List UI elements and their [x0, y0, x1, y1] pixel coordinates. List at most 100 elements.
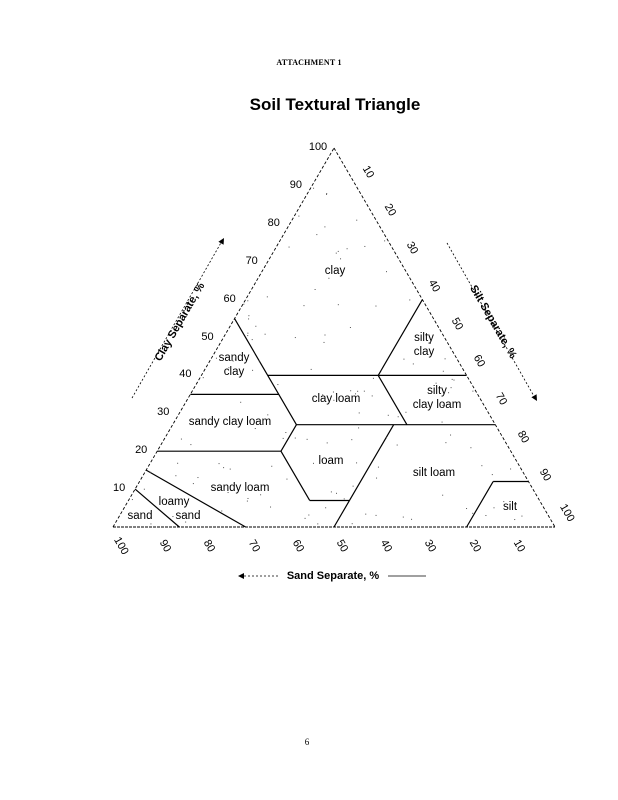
speckle-dot	[376, 477, 378, 479]
speckle-dot	[385, 271, 387, 273]
speckle-dot	[375, 305, 377, 307]
speckle-dot	[343, 498, 345, 500]
speckle-dot	[282, 437, 284, 439]
speckle-dot	[364, 245, 366, 247]
speckle-dot	[267, 414, 269, 416]
region-label-silty-clay-loam-2: clay loam	[412, 399, 462, 411]
speckle-dot	[350, 390, 352, 392]
speckle-dot	[314, 289, 316, 291]
page-number: 6	[304, 737, 310, 747]
speckle-dot	[358, 412, 360, 414]
speckle-dot	[255, 325, 257, 327]
speckle-dot	[251, 339, 253, 341]
speckle-dot	[472, 512, 474, 514]
speckle-dot	[306, 438, 308, 440]
speckle-dot	[328, 277, 330, 279]
clay-tick-label: 100	[308, 141, 328, 153]
speckle-dot	[385, 437, 387, 439]
speckle-dot	[180, 438, 182, 440]
speckle-dot	[247, 335, 249, 337]
speckle-dot	[466, 508, 468, 510]
speckle-dot	[503, 501, 505, 503]
speckle-dot	[254, 428, 256, 430]
speckle-dot	[375, 514, 377, 516]
speckle-dot	[451, 378, 453, 380]
region-label-sand: sand	[127, 510, 153, 522]
speckle-dot	[356, 219, 358, 221]
speckle-dot	[248, 315, 250, 317]
speckle-dot	[264, 333, 266, 335]
clay-tick-label: 70	[245, 254, 258, 267]
speckle-dot	[371, 395, 373, 397]
speckle-dot	[429, 342, 431, 344]
speckle-dot	[340, 258, 342, 260]
speckle-dot	[232, 360, 234, 362]
speckle-dot	[351, 523, 353, 525]
clay-tick-label: 20	[135, 444, 148, 457]
speckle-dot	[409, 299, 411, 301]
region-label-silty-clay-2: clay	[413, 346, 435, 358]
speckle-dot	[150, 471, 152, 473]
speckle-dot	[403, 358, 405, 360]
clay-tick-label: 40	[179, 368, 192, 381]
speckle-dot	[332, 391, 334, 393]
speckle-dot	[377, 466, 379, 468]
texture-boundary	[134, 488, 180, 528]
speckle-dot	[337, 250, 339, 252]
speckle-dot	[485, 515, 487, 517]
region-label-loamy-sand-1: loamy	[158, 496, 190, 508]
speckle-dot	[229, 468, 231, 470]
speckle-dot	[336, 492, 338, 494]
clay-tick-label: 50	[201, 330, 214, 343]
speckle-dot	[405, 411, 407, 413]
speckle-dot	[192, 483, 194, 485]
sand-axis-title: Sand Separate, %	[286, 570, 380, 582]
speckle-dot	[481, 465, 483, 467]
speckle-dot	[349, 327, 351, 329]
speckle-dot	[277, 384, 279, 386]
clay-axis-arrowhead	[218, 238, 224, 245]
speckle-dot	[387, 414, 389, 416]
speckle-dot	[335, 252, 337, 254]
speckle-dot	[330, 491, 332, 493]
texture-boundary	[280, 424, 297, 452]
texture-boundary	[333, 424, 395, 528]
speckle-dot	[247, 300, 249, 302]
speckle-dot	[288, 246, 290, 248]
speckle-dot	[266, 296, 268, 298]
speckle-dot	[358, 427, 360, 429]
speckle-dot	[365, 513, 367, 515]
clay-tick-label: 10	[112, 482, 126, 495]
speckle-dot	[482, 526, 484, 528]
diagram-title: Soil Textural Triangle	[249, 95, 421, 114]
attachment-header: ATTACHMENT 1	[276, 58, 342, 67]
clay-tick-label: 80	[267, 216, 280, 229]
speckle-dot	[442, 370, 444, 372]
speckle-dot	[337, 304, 339, 306]
speckle-dot	[352, 485, 354, 487]
speckle-dot	[441, 421, 443, 423]
speckle-dot	[303, 305, 305, 307]
speckle-dot	[472, 390, 474, 392]
speckle-dot	[326, 442, 328, 444]
speckle-dot	[411, 518, 413, 520]
speckle-dot	[258, 360, 260, 362]
speckle-dot	[150, 523, 152, 525]
speckle-dot	[450, 387, 452, 389]
speckle-dot	[252, 369, 254, 371]
texture-boundary	[377, 375, 408, 425]
speckle-dot	[397, 416, 399, 418]
speckle-dot	[294, 437, 296, 439]
speckle-dot	[521, 515, 523, 517]
speckle-dot	[333, 399, 335, 401]
speckle-dot	[190, 444, 192, 446]
speckle-dot	[228, 367, 230, 369]
texture-boundary	[234, 318, 297, 425]
speckle-dot	[444, 358, 446, 360]
speckle-dot	[412, 363, 414, 365]
speckle-dot	[310, 368, 312, 370]
texture-boundary	[466, 481, 494, 528]
region-label-loamy-sand-2: sand	[175, 510, 201, 522]
speckle-dot	[356, 462, 358, 464]
